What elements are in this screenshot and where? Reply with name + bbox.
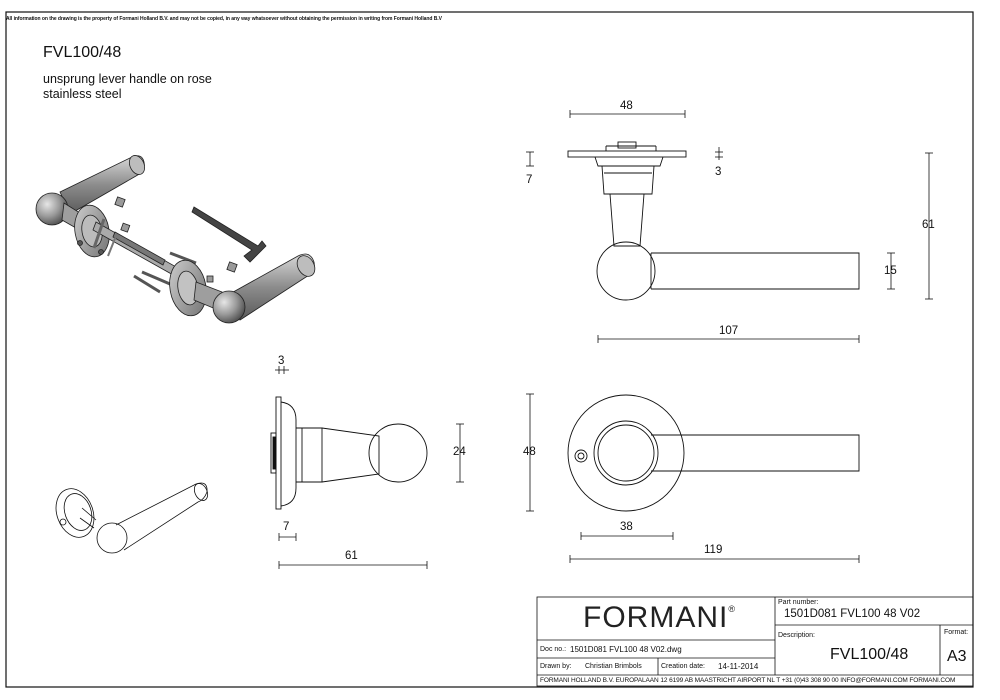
dim-top-small: 3 — [715, 166, 722, 178]
registered-mark: ® — [728, 604, 736, 614]
dim-top-rose-thickness: 7 — [526, 174, 533, 186]
assembled-line-view — [55, 482, 209, 554]
dim-front-inner: 38 — [620, 521, 633, 533]
dim-top-lever-thickness: 15 — [884, 265, 897, 277]
product-description-line1: unsprung lever handle on rose — [43, 72, 212, 86]
front-view — [567, 394, 860, 512]
drawn-by-label: Drawn by: — [540, 663, 572, 670]
dim-side-small: 3 — [278, 355, 285, 367]
dim-top-height: 61 — [922, 219, 935, 231]
top-view — [567, 141, 860, 301]
dim-top-lever-length: 107 — [719, 325, 739, 337]
title-block-frame — [536, 596, 974, 687]
side-view — [270, 396, 428, 510]
dim-side-ball: 24 — [453, 446, 466, 458]
creation-date-value: 14-11-2014 — [718, 662, 759, 671]
dimension-lines — [275, 110, 933, 569]
part-number-label: Part number: — [778, 599, 819, 606]
product-code-title: FVL100/48 — [43, 44, 122, 61]
formani-logo: FORMANI® — [583, 601, 736, 634]
doc-no-label: Doc no.: — [540, 646, 567, 653]
sheet-frame — [5, 11, 974, 688]
description-label: Description: — [778, 632, 815, 639]
part-number-value: 1501D081 FVL100 48 V02 — [784, 608, 921, 620]
description-value: FVL100/48 — [830, 646, 909, 663]
dim-front-rose-diameter: 48 — [523, 446, 536, 458]
product-description-line2: stainless steel — [43, 87, 122, 101]
dim-side-length: 61 — [345, 550, 358, 562]
property-disclaimer: All information on the drawing is the pr… — [6, 16, 442, 22]
drawn-by-value: Christian Brimbols — [585, 663, 642, 670]
dim-top-width: 48 — [620, 100, 633, 112]
doc-no-value: 1501D081 FVL100 48 V02.dwg — [570, 645, 682, 654]
dim-side-rose-thickness: 7 — [283, 521, 290, 533]
isometric-exploded-view — [35, 155, 316, 324]
dim-front-length: 119 — [704, 544, 723, 556]
format-value: A3 — [947, 648, 967, 665]
creation-date-label: Creation date: — [661, 663, 705, 670]
format-label: Format: — [944, 629, 969, 636]
company-footer: FORMANI HOLLAND B.V. EUROPALAAN 12 6199 … — [540, 677, 956, 684]
